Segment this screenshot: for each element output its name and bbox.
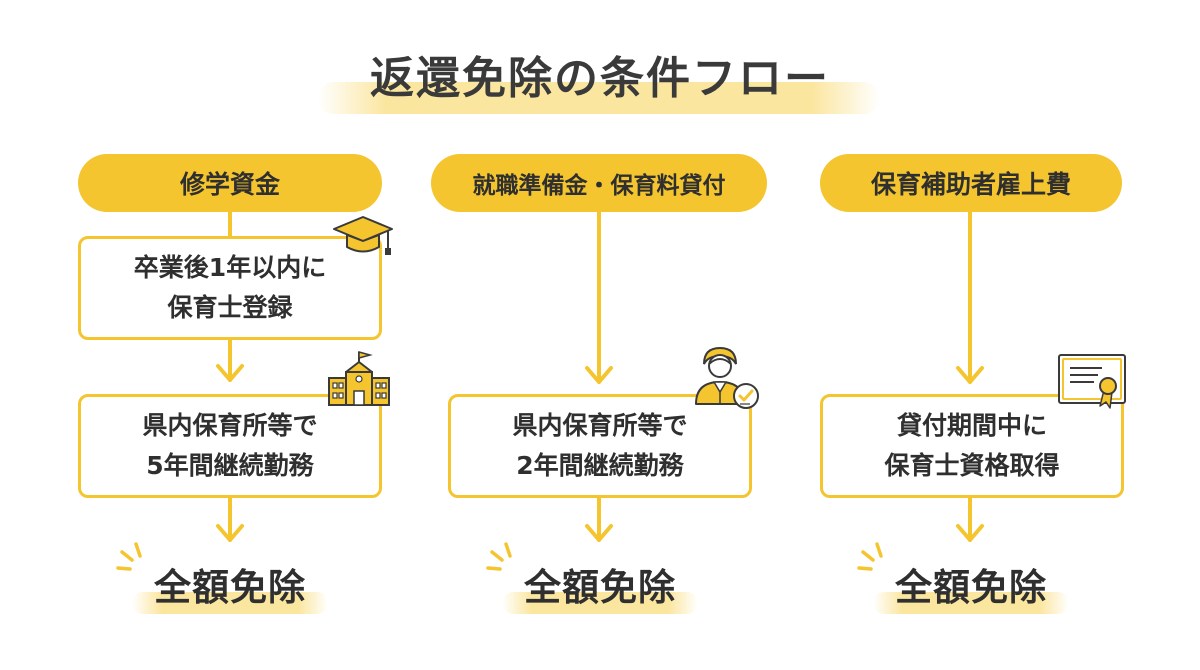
title-highlight [318,82,880,114]
sparkle-icon [857,542,883,571]
sparkle-icon [486,542,512,571]
worker-badge-icon [695,346,759,409]
column-header-shushoku: 就職準備金・保育料貸付 [431,154,767,212]
step-box-shushoku: 県内保育所等で 2年間継続勤務 [448,394,752,498]
certificate-icon [1058,354,1126,409]
result-label-shugaku: 全額免除 [154,566,306,609]
result-highlight [132,592,328,614]
step-text-line: 卒業後1年以内に [133,253,327,282]
sparkle-icon [116,542,142,571]
arrow-head-icon [956,524,984,542]
step-text-line: 県内保育所等で [142,411,318,440]
step-text-line: 2年間継続勤務 [516,451,684,480]
result-highlight [873,592,1069,614]
result-label-shushoku: 全額免除 [524,566,676,609]
arrow-head-icon [216,524,244,542]
page-title: 返還免除の条件フロー [370,53,830,104]
step-text-line: 5年間継続勤務 [146,451,314,480]
arrow-head-icon [585,524,613,542]
step-box-hojo: 貸付期間中に 保育士資格取得 [820,394,1124,498]
step-text-line: 貸付期間中に [896,411,1047,440]
step-text-line: 保育士資格取得 [884,451,1060,480]
arrow-head-icon [956,366,984,384]
school-building-icon [328,351,390,406]
step-text-line: 保育士登録 [167,293,293,322]
column-header-hojo: 保育補助者雇上費 [820,154,1122,212]
step-box-shugaku-2: 県内保育所等で 5年間継続勤務 [78,394,382,498]
arrow-head-icon [216,364,244,382]
result-label-hojo: 全額免除 [895,566,1047,609]
column-header-shugaku: 修学資金 [78,154,382,212]
result-highlight [502,592,698,614]
step-text-line: 県内保育所等で [512,411,688,440]
graduation-cap-icon [333,216,393,255]
arrow-head-icon [585,366,613,384]
step-box-shugaku-1: 卒業後1年以内に 保育士登録 [78,236,382,340]
